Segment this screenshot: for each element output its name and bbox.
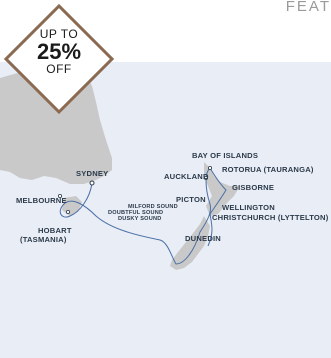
label-bay-of-islands: BAY OF ISLANDS [192, 151, 258, 160]
label-rotorua: ROTORUA (TAURANGA) [222, 165, 314, 174]
label-christchurch: CHRISTCHURCH (LYTTELTON) [212, 213, 329, 222]
discount-badge-text: UP TO 25% OFF [14, 28, 104, 76]
label-tasmania: (TASMANIA) [20, 235, 67, 244]
label-sydney: SYDNEY [76, 169, 108, 178]
label-auckland: AUCKLAND [164, 172, 209, 181]
nz-north-island [204, 162, 240, 216]
label-picton: PICTON [176, 195, 206, 204]
marker-hobart [66, 209, 71, 214]
nz-south-island [170, 216, 210, 270]
marker-sydney [89, 180, 95, 186]
page-title-fragment: FEAT [285, 0, 331, 15]
label-dunedin: DUNEDIN [185, 234, 221, 243]
marker-melbourne [58, 193, 63, 198]
marker-bay-of-islands [207, 165, 212, 170]
label-dusky-sound: DUSKY SOUND [118, 216, 161, 222]
label-milford-sound: MILFORD SOUND [128, 204, 178, 210]
marker-auckland [203, 175, 208, 180]
badge-line-up-to: UP TO [39, 27, 79, 41]
label-doubtful-sound: DOUBTFUL SOUND [108, 210, 163, 216]
label-gisborne: GISBORNE [232, 183, 274, 192]
cruise-route [59, 167, 227, 265]
label-hobart: HOBART [38, 226, 72, 235]
label-wellington: WELLINGTON [222, 203, 275, 212]
badge-line-percent: 25% [36, 39, 82, 64]
australia-landmass [0, 64, 112, 184]
badge-line-off: OFF [46, 62, 72, 76]
label-melbourne: MELBOURNE [16, 196, 67, 205]
